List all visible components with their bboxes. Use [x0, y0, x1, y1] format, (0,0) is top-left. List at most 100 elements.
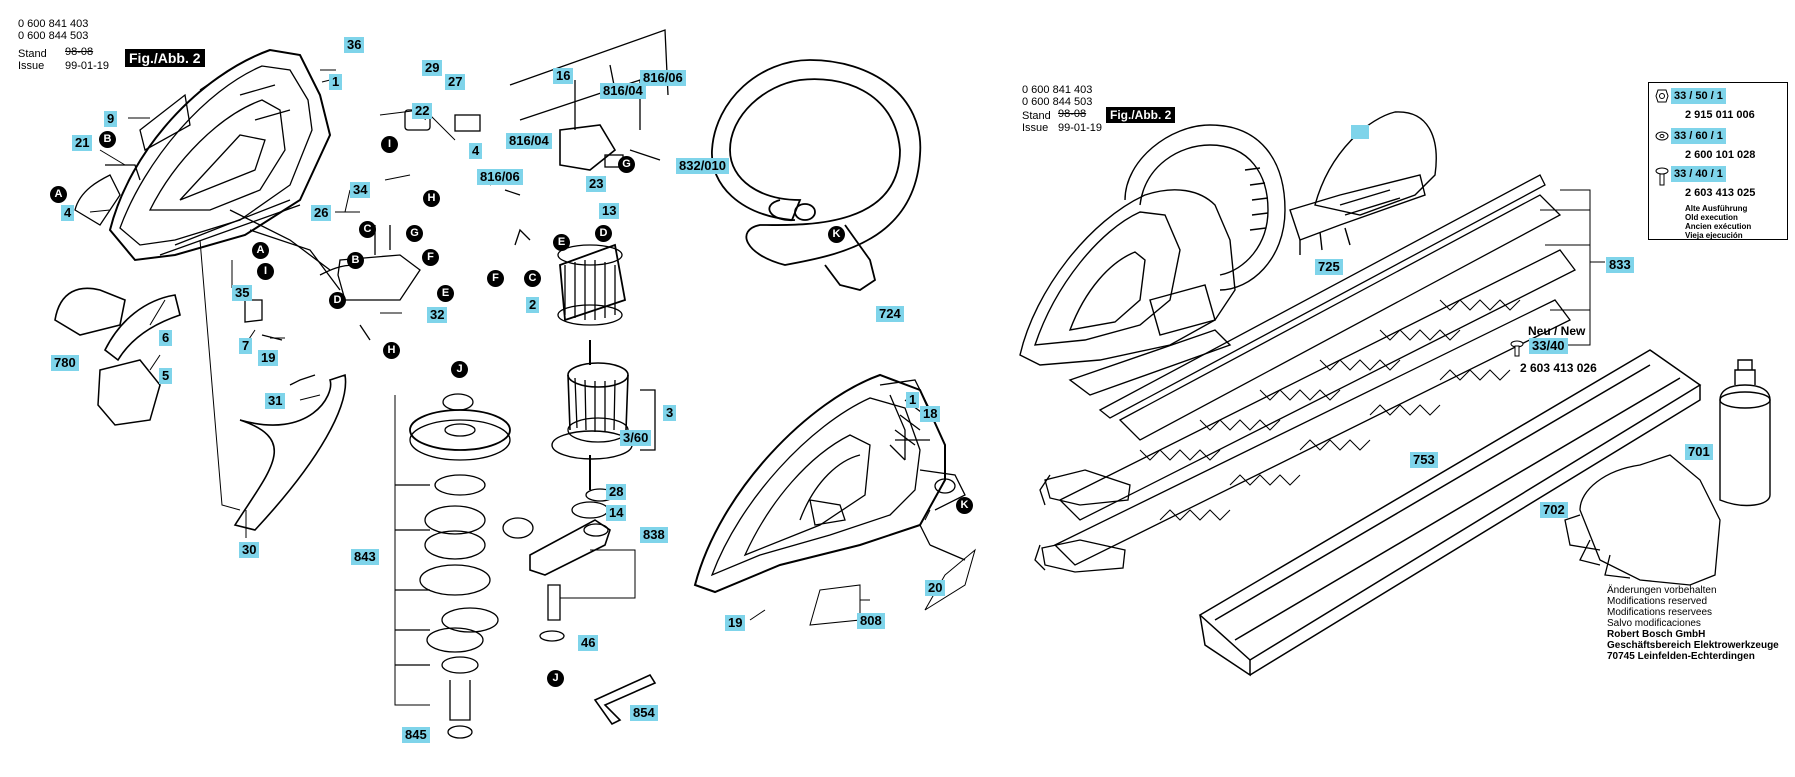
legend-note: Vieja ejecución: [1685, 231, 1743, 240]
callout-label: 9: [104, 111, 118, 127]
callout-label: 816/04: [506, 133, 552, 149]
legend-note: Alte Ausführung: [1685, 204, 1748, 213]
stand-label-right: Stand: [1022, 110, 1051, 122]
marker-letter: D: [595, 225, 612, 242]
legend-note: Old execution: [1685, 213, 1738, 222]
callout-label: 753: [1410, 452, 1438, 468]
callout-label: 19: [725, 615, 746, 631]
callout-label: 1: [329, 74, 343, 90]
neu-part-number: 2 603 413 026: [1520, 361, 1597, 375]
marker-letter: J: [547, 670, 564, 687]
callout-label: 843: [351, 549, 379, 565]
callout-label: 46: [578, 635, 599, 651]
callout-label: 7: [239, 338, 253, 354]
callout-label: 34: [350, 182, 371, 198]
callout-label: 725: [1315, 259, 1343, 275]
callout-label: 36: [344, 37, 365, 53]
legend-part-number: 2 603 413 025: [1685, 187, 1756, 199]
figure-label-right: Fig./Abb. 2: [1106, 107, 1176, 123]
part-number-2-right: 0 600 844 503: [1022, 96, 1093, 108]
marker-letter: B: [347, 252, 364, 269]
marker-letter: G: [618, 156, 635, 173]
nut-icon: [1655, 89, 1669, 103]
marker-letter: C: [359, 221, 376, 238]
callout-label: 22: [412, 103, 433, 119]
callout-label: 6: [159, 330, 173, 346]
callout-label: 29: [422, 60, 443, 76]
figure-label: Fig./Abb. 2: [125, 49, 205, 67]
callout-label: 30: [239, 542, 260, 558]
legend-part-number: 2 915 011 006: [1685, 109, 1755, 121]
screw-icon: [1655, 167, 1669, 186]
stand-label: Stand: [18, 48, 47, 60]
issue-value: 99-01-19: [65, 60, 110, 72]
old-execution-legend: 33 / 50 / 1 2 915 011 006 33 / 60 / 1 2 …: [1648, 82, 1788, 240]
marker-letter: D: [329, 292, 346, 309]
callout-label: 31: [265, 393, 286, 409]
screw-icon: [1510, 340, 1524, 357]
callout-label: 14: [606, 505, 627, 521]
neu-new-label: Neu / New: [1528, 324, 1586, 338]
footer-address: 70745 Leinfelden-Echterdingen: [1607, 651, 1755, 662]
marker-letter: J: [451, 361, 468, 378]
marker-letter: C: [524, 270, 541, 287]
callout-label: 816/06: [640, 70, 686, 86]
callout-label: 20: [925, 580, 946, 596]
callout-label: 780: [51, 355, 79, 371]
callout-label: 13: [599, 203, 620, 219]
callout-label: 702: [1540, 502, 1568, 518]
callout-label: 1: [906, 392, 920, 408]
footer-line: Änderungen vorbehalten: [1607, 585, 1717, 596]
callout-label: 18: [920, 406, 941, 422]
legend-item-label: 33 / 50 / 1: [1671, 88, 1726, 104]
footer-line: Salvo modificaciones: [1607, 618, 1701, 629]
callout-label: 816/06: [477, 169, 523, 185]
callout-label: 23: [586, 176, 607, 192]
issue-value-right: 99-01-19: [1058, 122, 1103, 134]
callout-label: 838: [640, 527, 668, 543]
callout-label: 832/010: [676, 158, 729, 174]
callout-label: 3/60: [620, 430, 652, 446]
marker-letter: E: [437, 285, 454, 302]
callout-label: 808: [857, 613, 885, 629]
callout-label: 19: [258, 350, 279, 366]
callout-label: 26: [311, 205, 332, 221]
callout-label: 816/04: [600, 83, 646, 99]
callout-label: 4: [61, 205, 75, 221]
marker-letter: H: [383, 342, 400, 359]
callout-label: 16: [553, 68, 574, 84]
part-number-2: 0 600 844 503: [18, 30, 89, 42]
callout-label: 3: [663, 405, 677, 421]
marker-letter: F: [422, 249, 439, 266]
callout-label: 701: [1685, 444, 1713, 460]
marker-letter: G: [406, 225, 423, 242]
footer-notes: Änderungen vorbehalten Modifications res…: [1607, 585, 1779, 662]
callout-label: 27: [445, 74, 466, 90]
legend-item-label: 33 / 40 / 1: [1671, 166, 1726, 182]
marker-letter: A: [252, 242, 269, 259]
callout-label: 5: [159, 368, 173, 384]
legend-note: Ancien exécution: [1685, 222, 1752, 231]
issue-label-right: Issue: [1022, 122, 1049, 134]
marker-letter: F: [487, 270, 504, 287]
footer-division: Geschäftsbereich Elektrowerkzeuge: [1607, 640, 1779, 651]
washer-icon: [1655, 131, 1669, 141]
marker-letter: E: [553, 234, 570, 251]
stand-value: 98-08: [65, 46, 94, 58]
callout-label: 35: [232, 285, 253, 301]
legend-item-label: 33 / 60 / 1: [1671, 128, 1726, 144]
callout-label: 2: [526, 297, 540, 313]
left-housing-drawing: [108, 48, 341, 291]
callout-label: 845: [402, 727, 430, 743]
callout-label: 21: [72, 135, 93, 151]
part-number-1: 0 600 841 403: [18, 18, 89, 30]
footer-company: Robert Bosch GmbH: [1607, 629, 1706, 640]
callout-label: 833: [1606, 257, 1634, 273]
legend-part-number: 2 600 101 028: [1685, 149, 1756, 161]
callout-label: 28: [606, 484, 627, 500]
marker-letter: B: [99, 131, 116, 148]
footer-line: Modifications reserved: [1607, 596, 1708, 607]
issue-label: Issue: [18, 60, 45, 72]
